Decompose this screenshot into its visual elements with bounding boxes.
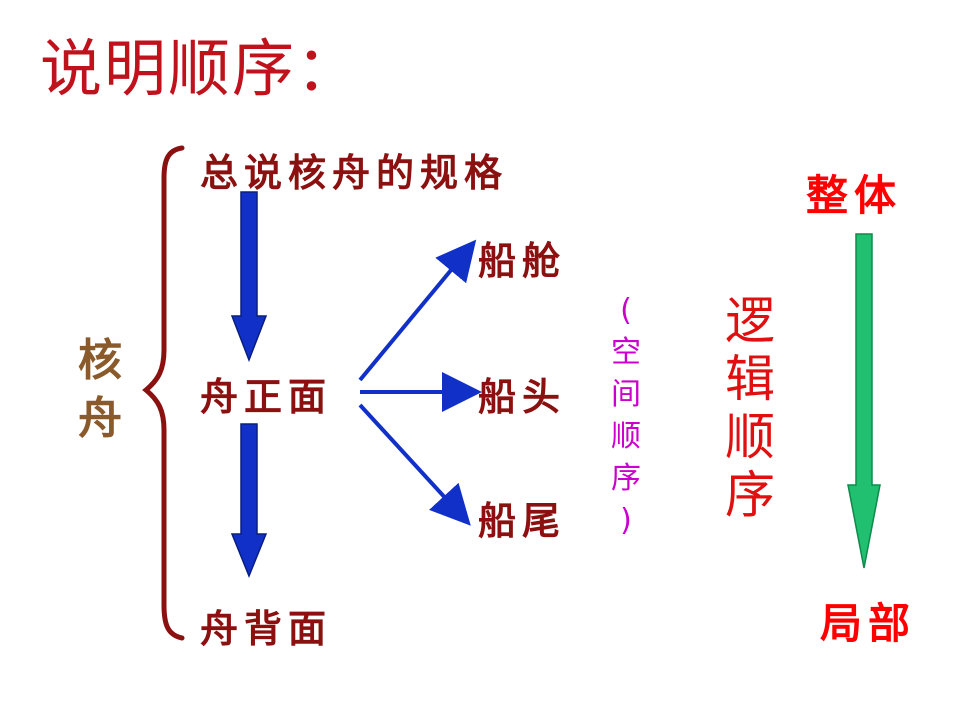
arrow-front-to-cabin bbox=[358, 239, 477, 382]
spatial-order-char: 间 bbox=[611, 377, 641, 412]
down-arrow-front-to-back bbox=[230, 423, 268, 578]
node-bow: 船头 bbox=[478, 374, 567, 419]
side-label-char: 核 bbox=[78, 335, 122, 386]
logical-order-char: 顺 bbox=[725, 408, 775, 466]
node-back: 舟背面 bbox=[200, 606, 333, 651]
arrow-front-to-stern bbox=[358, 403, 471, 526]
spatial-order-char: 顺 bbox=[611, 419, 641, 454]
side-label-char: 舟 bbox=[78, 393, 122, 444]
label-part: 局部 bbox=[820, 599, 917, 648]
logical-order-char: 辑 bbox=[725, 350, 775, 408]
page-title: 说明顺序： bbox=[40, 32, 361, 105]
curly-brace bbox=[142, 145, 185, 641]
node-front: 舟正面 bbox=[200, 374, 333, 419]
logical-order-char: 序 bbox=[725, 466, 775, 524]
label-whole: 整体 bbox=[806, 171, 903, 220]
spatial-order-char: ) bbox=[620, 503, 632, 538]
spatial-order-char: 空 bbox=[611, 335, 641, 370]
spatial-order-char: 序 bbox=[611, 461, 641, 496]
down-arrow-overview-to-front bbox=[230, 191, 268, 363]
spatial-order-char: ( bbox=[620, 293, 632, 328]
side-label-hezhou: 核 舟 bbox=[70, 332, 130, 448]
node-stern: 船尾 bbox=[478, 498, 567, 543]
logical-order-char: 逻 bbox=[725, 292, 775, 350]
spatial-order-label: ( 空 间 顺 序 ) bbox=[600, 290, 652, 542]
node-cabin: 船舱 bbox=[478, 238, 567, 283]
green-arrow-whole-to-part bbox=[847, 233, 881, 569]
logical-order-label: 逻 辑 顺 序 bbox=[718, 292, 782, 524]
node-overview: 总说核舟的规格 bbox=[200, 150, 509, 195]
